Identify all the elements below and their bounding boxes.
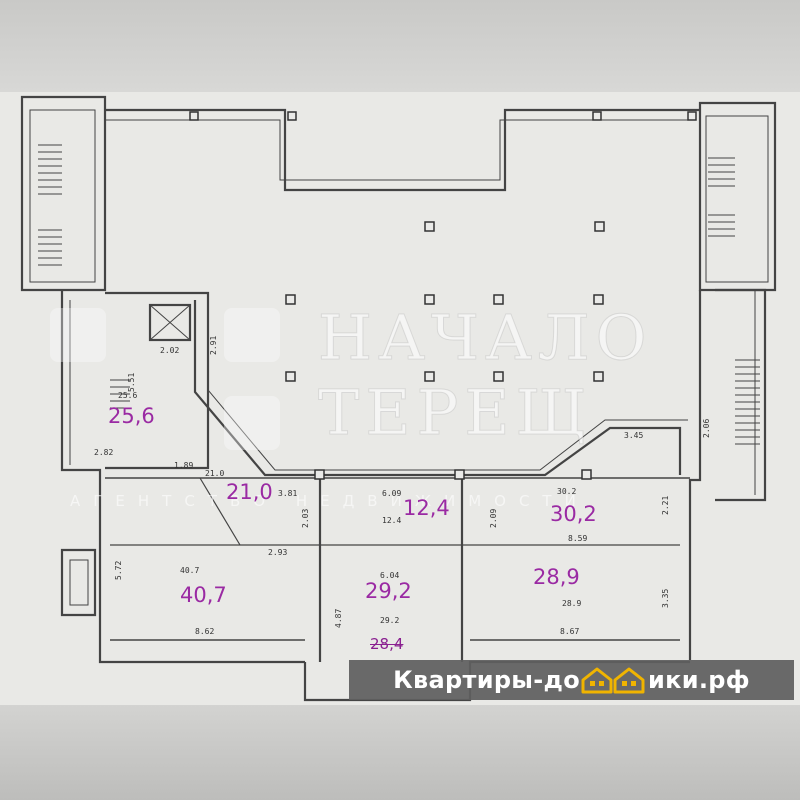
dimension: 4.87	[334, 608, 343, 628]
room-area-label: 40,7	[180, 583, 227, 607]
dimension: 5.72	[114, 560, 123, 580]
brand-watermark-banner: Квартиры-до ики.рф	[349, 660, 794, 700]
watermark-agency-tagline: АГЕНТСТВО НЕДВИЖИМОСТИ	[70, 492, 589, 510]
dimension: 30.2	[557, 487, 577, 496]
dimension: 2.09	[489, 508, 498, 528]
dimension: 2.02	[160, 346, 180, 355]
dimension: 3.35	[661, 588, 670, 608]
dimension: 2.93	[268, 548, 288, 557]
dimension: 1.89	[174, 461, 194, 470]
room-area-label: 30,2	[550, 502, 597, 526]
brand-text-start: Квартиры-до	[393, 666, 581, 694]
dimension: 2.21	[661, 495, 670, 515]
photo-border-bottom	[0, 705, 800, 800]
watermark-shape	[50, 308, 106, 362]
dimension: 6.04	[380, 571, 400, 580]
room-area-label: 21,0	[226, 480, 273, 504]
room-area-label: 29,2	[365, 579, 412, 603]
dimension: 25.6	[118, 391, 138, 400]
dimension: 40.7	[180, 566, 200, 575]
watermark-shape	[224, 308, 280, 362]
dimension: 6.09	[382, 489, 402, 498]
crossed-out-area-label: 28,4	[370, 635, 404, 653]
dimension: 8.62	[195, 627, 215, 636]
watermark-agency-name: НАЧАЛО ТЕРЕЩ	[318, 301, 653, 450]
dimension: 8.67	[560, 627, 580, 636]
dimension: 29.2	[380, 616, 400, 625]
dimension: 3.45	[624, 431, 644, 440]
brand-text-end: ики.рф	[648, 666, 750, 694]
dimension: 2.82	[94, 448, 114, 457]
dimension: 28.9	[562, 599, 582, 608]
houses-icon	[581, 667, 645, 694]
dimension: 8.59	[568, 534, 588, 543]
photo-border-top	[0, 0, 800, 92]
dimension: 5.51	[127, 372, 136, 392]
dimension: 2.06	[702, 418, 711, 438]
watermark-shape	[224, 396, 280, 450]
room-area-label: 28,9	[533, 565, 580, 589]
dimension: 3.81	[278, 489, 298, 498]
dimension: 12.4	[382, 516, 402, 525]
dimension: 2.91	[209, 335, 218, 355]
room-area-label: 25,6	[108, 404, 155, 428]
dimension: 21.0	[205, 469, 225, 478]
floor-plan-sheet	[0, 92, 800, 705]
room-area-label: 12,4	[403, 496, 450, 520]
dimension: 2.03	[301, 508, 310, 528]
